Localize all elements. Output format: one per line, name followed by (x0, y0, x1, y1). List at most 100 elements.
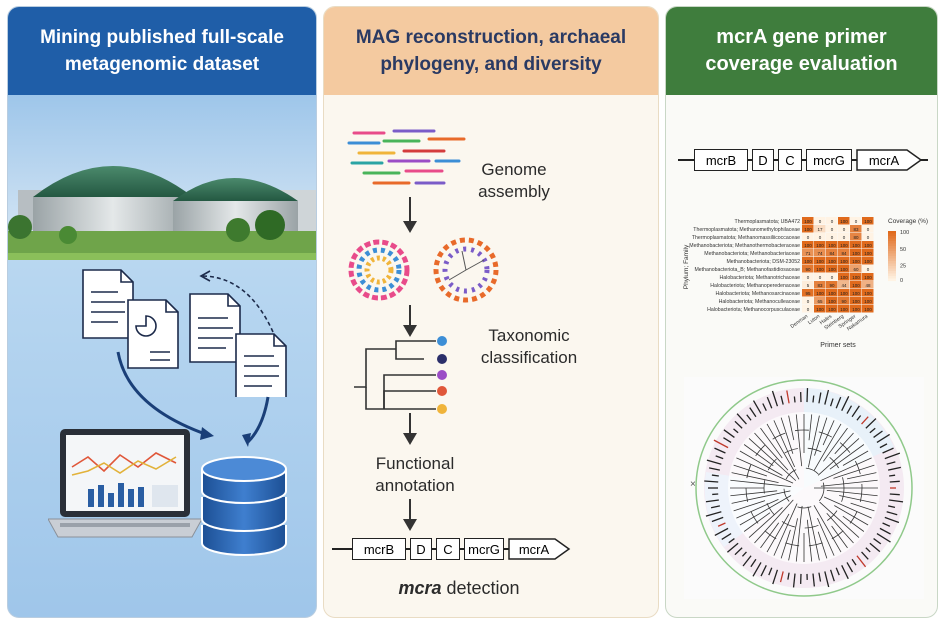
ring-bar (829, 398, 834, 407)
gene-mcra: mcrA (518, 541, 550, 557)
heatmap-cell-value: 84 (841, 251, 847, 256)
heatmap-cell (838, 217, 850, 225)
ring-bar (715, 455, 724, 460)
ring-bar (705, 511, 722, 517)
heatmap-cell (802, 241, 814, 249)
ring-bar (710, 505, 721, 509)
tree-branch (831, 525, 848, 549)
tree-branch (842, 515, 865, 532)
ring-bar (705, 499, 719, 503)
heatmap-cell-value: 100 (864, 219, 872, 224)
heatmap-cell (802, 257, 814, 265)
heatmap-cell (838, 273, 850, 281)
tree-branch (822, 420, 835, 446)
ring-bar (889, 499, 904, 503)
ring-bar (779, 571, 784, 583)
heatmap-cell (814, 273, 826, 281)
heatmap-cell (850, 217, 862, 225)
ring-bar (846, 405, 853, 414)
ring-bar (882, 522, 891, 527)
ring-bar (873, 430, 883, 438)
tree-branch (731, 472, 779, 483)
heatmap-cell-value: 90 (829, 283, 835, 288)
ring-bar (792, 573, 796, 588)
tree-branch (733, 500, 766, 512)
ring-bar (829, 569, 835, 582)
heatmap-cell (802, 265, 814, 273)
heatmap-cell-value: 0 (807, 235, 810, 240)
heatmap-cell-value: 80 (853, 235, 859, 240)
heatmap-cell-value: 100 (852, 243, 860, 248)
heatmap-cell-value: 83 (817, 283, 823, 288)
ring-bar (824, 571, 830, 588)
tree-branch (788, 518, 798, 561)
ring-bar (741, 551, 747, 557)
heatmap-cell-value: 90 (805, 267, 811, 272)
tree-branch (834, 505, 869, 526)
flow-arrows (116, 351, 270, 447)
heatmap-cell (850, 241, 862, 249)
heatmap-cell-value: 100 (840, 259, 848, 264)
tree-branch (814, 417, 828, 456)
heatmap-row-label: Methanobacteriota; Methanobacteriaceae (704, 251, 800, 257)
heatmap-cell (814, 281, 826, 289)
heatmap-cell (850, 257, 862, 265)
heatmap-cell-value: 100 (828, 259, 836, 264)
heatmap-cell-value: 100 (816, 307, 824, 312)
ring-bar (869, 542, 881, 553)
ring-bar (835, 396, 842, 409)
heatmap-cell (850, 273, 862, 281)
heatmap-cell (814, 297, 826, 305)
heatmap-cell (850, 297, 862, 305)
heatmap-row-label: Thermoplasmatota; Methanomethylophilacea… (693, 227, 800, 233)
heatmap-cell (862, 305, 874, 313)
heatmap-cell (826, 305, 838, 313)
tree-branch (806, 519, 813, 562)
heatmap-cell-value: 100 (852, 259, 860, 264)
ring-bar (887, 505, 896, 508)
heatmap-cell-value: 100 (840, 243, 848, 248)
ring-bar (766, 396, 773, 409)
ring-bar (793, 396, 796, 403)
gene-mcrd: D (410, 538, 432, 560)
tree-branch (748, 507, 783, 538)
legend-gradient-step (888, 276, 896, 279)
heatmap-cell-value: 100 (864, 307, 872, 312)
gene-mcrg: mcrG (464, 538, 504, 560)
heatmap-cell-value: 0 (867, 227, 870, 232)
heatmap-row-label: Halobacteriota; Methanosarcinaceae (716, 291, 801, 297)
heatmap-cell (862, 281, 874, 289)
heatmap-cell-value: 83 (853, 227, 859, 232)
publications-documents (82, 269, 287, 397)
ring-bar (876, 433, 890, 443)
gene-mcra-arrow (856, 149, 923, 171)
down-arrow-icon (403, 197, 417, 233)
heatmap-cell (862, 225, 874, 233)
heatmap-cell (862, 217, 874, 225)
tree-branch (730, 479, 792, 488)
tree-branch (826, 490, 878, 497)
heatmap-cell-value: 0 (843, 235, 846, 240)
ring-bar (861, 551, 869, 560)
heatmap-cell-value: 0 (855, 219, 858, 224)
panel-title: mcrA gene primer coverage evaluation (666, 7, 937, 95)
heatmap-cell (802, 305, 814, 313)
tree-branch (842, 450, 869, 466)
gene-mcra-arrow (508, 538, 571, 560)
heatmap-cell (850, 265, 862, 273)
ring-bar (841, 565, 849, 580)
legend-gradient-step (888, 256, 896, 259)
ring-bar (865, 547, 871, 553)
tree-branch (739, 450, 783, 476)
down-arrow-icon (403, 499, 417, 531)
heatmap-column-label: Luton (807, 314, 821, 326)
tree-branch (736, 499, 779, 519)
heatmap-cell (826, 273, 838, 281)
mag-reconstruction-panel: MAG reconstruction, archaeal phylogeny, … (323, 6, 659, 618)
heatmap-cell-value: 100 (864, 275, 872, 280)
mcra-italic: mcra (398, 578, 442, 598)
heatmap-cell-value: 48 (865, 283, 871, 288)
tree-branch (813, 423, 842, 471)
heatmap-cell-value: 90 (841, 299, 847, 304)
legend-tick: 100 (900, 230, 909, 236)
